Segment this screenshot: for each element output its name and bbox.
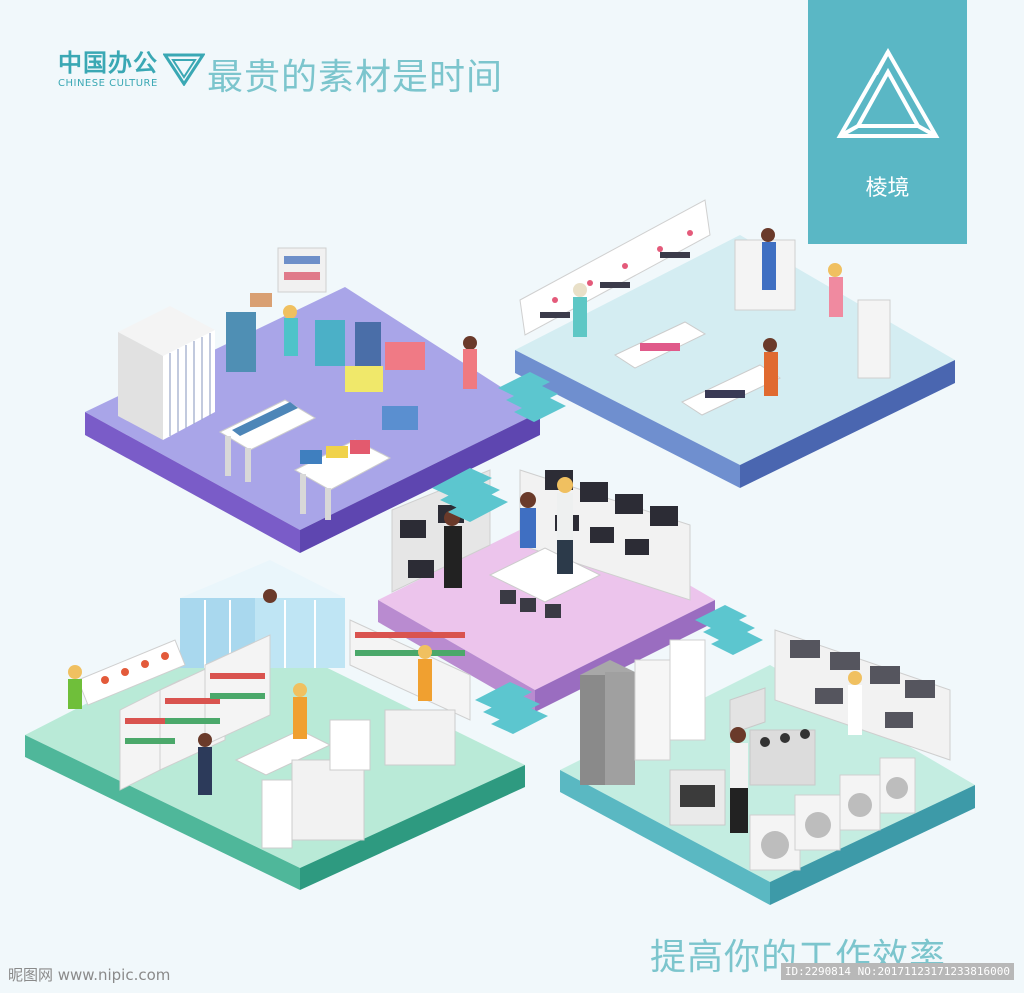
image-id: ID:2290814 NO:20171123171233816000 <box>780 963 1014 980</box>
clothing-store-floor <box>85 247 540 553</box>
triangle-logo-icon <box>163 53 205 86</box>
badge-panel: 棱境 <box>808 0 967 244</box>
watermark: 昵图网 www.nipic.com <box>8 966 171 984</box>
stairs <box>432 372 763 734</box>
grocery-store-floor <box>25 560 525 890</box>
cosmetics-store-floor <box>515 199 955 488</box>
badge-label: 棱境 <box>865 176 910 201</box>
top-slogan: 最贵的素材是时间 <box>207 57 504 98</box>
brand-subtitle: CHINESE CULTURE <box>58 78 158 89</box>
brand-logo: 中国办公 CHINESE CULTURE <box>58 50 158 89</box>
appliance-store-floor <box>560 629 975 905</box>
brand-name: 中国办公 <box>58 49 158 77</box>
penrose-triangle-icon <box>836 48 940 138</box>
